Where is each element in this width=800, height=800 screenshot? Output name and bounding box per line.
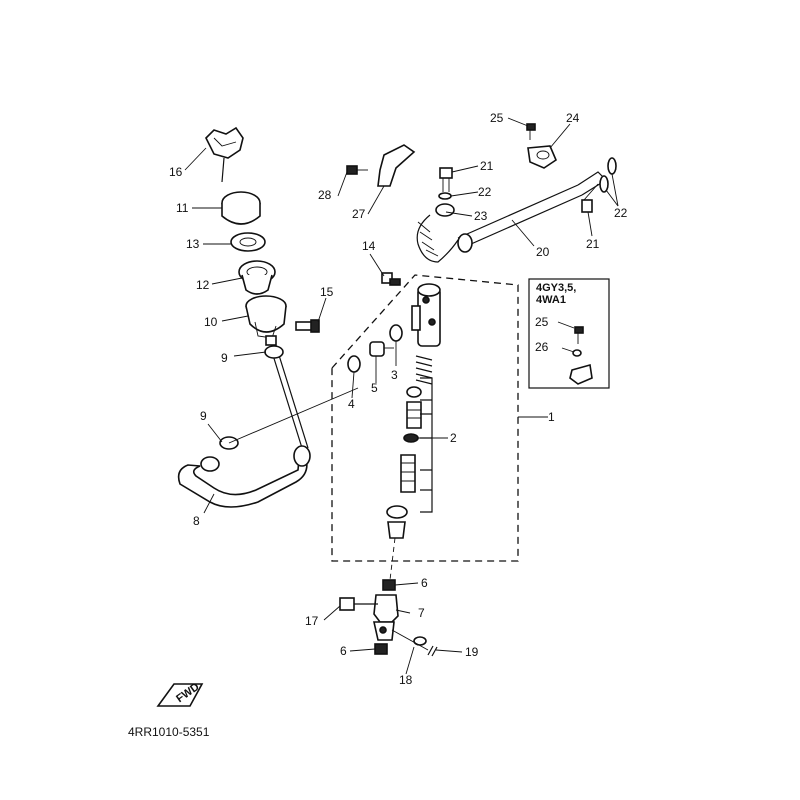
callout-7: 7 <box>418 606 425 620</box>
callout-27: 27 <box>352 207 366 221</box>
hose-clamp <box>527 145 557 169</box>
brake-hose <box>416 171 607 263</box>
inset-clamp <box>569 349 593 385</box>
callout-14: 14 <box>362 239 376 253</box>
bleed-screw <box>381 272 401 286</box>
callout-17: 17 <box>305 614 319 628</box>
callout-19: 19 <box>465 645 479 659</box>
callout-9-upper: 9 <box>221 351 228 365</box>
reservoir-cap <box>221 191 261 225</box>
hose-joint <box>369 341 394 357</box>
fwd-arrow-icon: FWD <box>156 681 204 707</box>
inset-screw <box>574 326 584 344</box>
copper-washer-upper <box>438 192 452 200</box>
callout-10: 10 <box>204 315 218 329</box>
callout-28: 28 <box>318 188 332 202</box>
diaphragm <box>238 260 276 295</box>
inset-box <box>528 278 610 389</box>
lock-nut-upper <box>382 579 396 591</box>
o-ring <box>389 324 403 342</box>
callout-24: 24 <box>566 111 580 125</box>
callout-4: 4 <box>348 397 355 411</box>
reservoir-hose <box>177 351 311 508</box>
reservoir-guard <box>205 126 244 183</box>
diaphragm-plate <box>230 232 266 252</box>
callout-25-upper: 25 <box>490 111 504 125</box>
washer <box>347 355 361 373</box>
clevis-pin <box>339 597 378 611</box>
union-bolt-upper <box>439 167 453 192</box>
callout-11: 11 <box>176 201 189 215</box>
push-rod-end <box>400 454 416 493</box>
inset-models-line2: 4WA1 <box>536 294 566 306</box>
callout-23: 23 <box>474 209 488 223</box>
inset-models-line1: 4GY3,5, <box>536 282 576 294</box>
callout-5: 5 <box>371 381 378 395</box>
cup <box>406 386 422 398</box>
assembly-outline <box>331 274 519 562</box>
callout-8: 8 <box>193 514 200 528</box>
circlip-ring <box>403 433 419 443</box>
clamp-screw <box>526 123 536 140</box>
callout-1: 1 <box>548 410 555 424</box>
drawing-code: 4RR1010-5351 <box>128 725 210 739</box>
callout-21-right: 21 <box>586 237 600 251</box>
callout-26: 26 <box>535 340 549 354</box>
callout-21-upper: 21 <box>480 159 494 173</box>
callout-12: 12 <box>196 278 210 292</box>
callout-3: 3 <box>391 368 398 382</box>
callout-20: 20 <box>536 245 550 259</box>
callout-22-upper: 22 <box>478 185 492 199</box>
callout-6-upper: 6 <box>421 576 428 590</box>
master-cylinder-body <box>411 283 441 347</box>
callout-18: 18 <box>399 673 413 687</box>
boot <box>387 521 406 539</box>
callout-13: 13 <box>186 237 200 251</box>
copper-washers-right <box>599 157 617 193</box>
cotter-pin <box>427 645 438 657</box>
pin-washer <box>413 636 427 646</box>
callout-2: 2 <box>450 431 457 445</box>
group-bracket <box>420 377 433 513</box>
clevis <box>373 594 399 641</box>
leader-lines <box>184 117 619 675</box>
piston-primary <box>406 401 422 429</box>
lock-nut-lower <box>374 643 388 655</box>
callout-25-inset: 25 <box>535 315 549 329</box>
reservoir-tank <box>245 295 287 346</box>
guide-bolt <box>346 165 368 175</box>
callout-15: 15 <box>320 285 334 299</box>
callout-22-right: 22 <box>614 206 628 220</box>
hose-clip-upper <box>264 345 284 359</box>
callout-6-lower: 6 <box>340 644 347 658</box>
callout-16: 16 <box>169 165 183 179</box>
hose-guide <box>377 144 416 187</box>
spring <box>415 355 433 385</box>
reservoir-screw <box>295 319 320 333</box>
callout-9-lower: 9 <box>200 409 207 423</box>
union-bolt-right <box>581 183 599 213</box>
snap-ring <box>386 505 408 519</box>
